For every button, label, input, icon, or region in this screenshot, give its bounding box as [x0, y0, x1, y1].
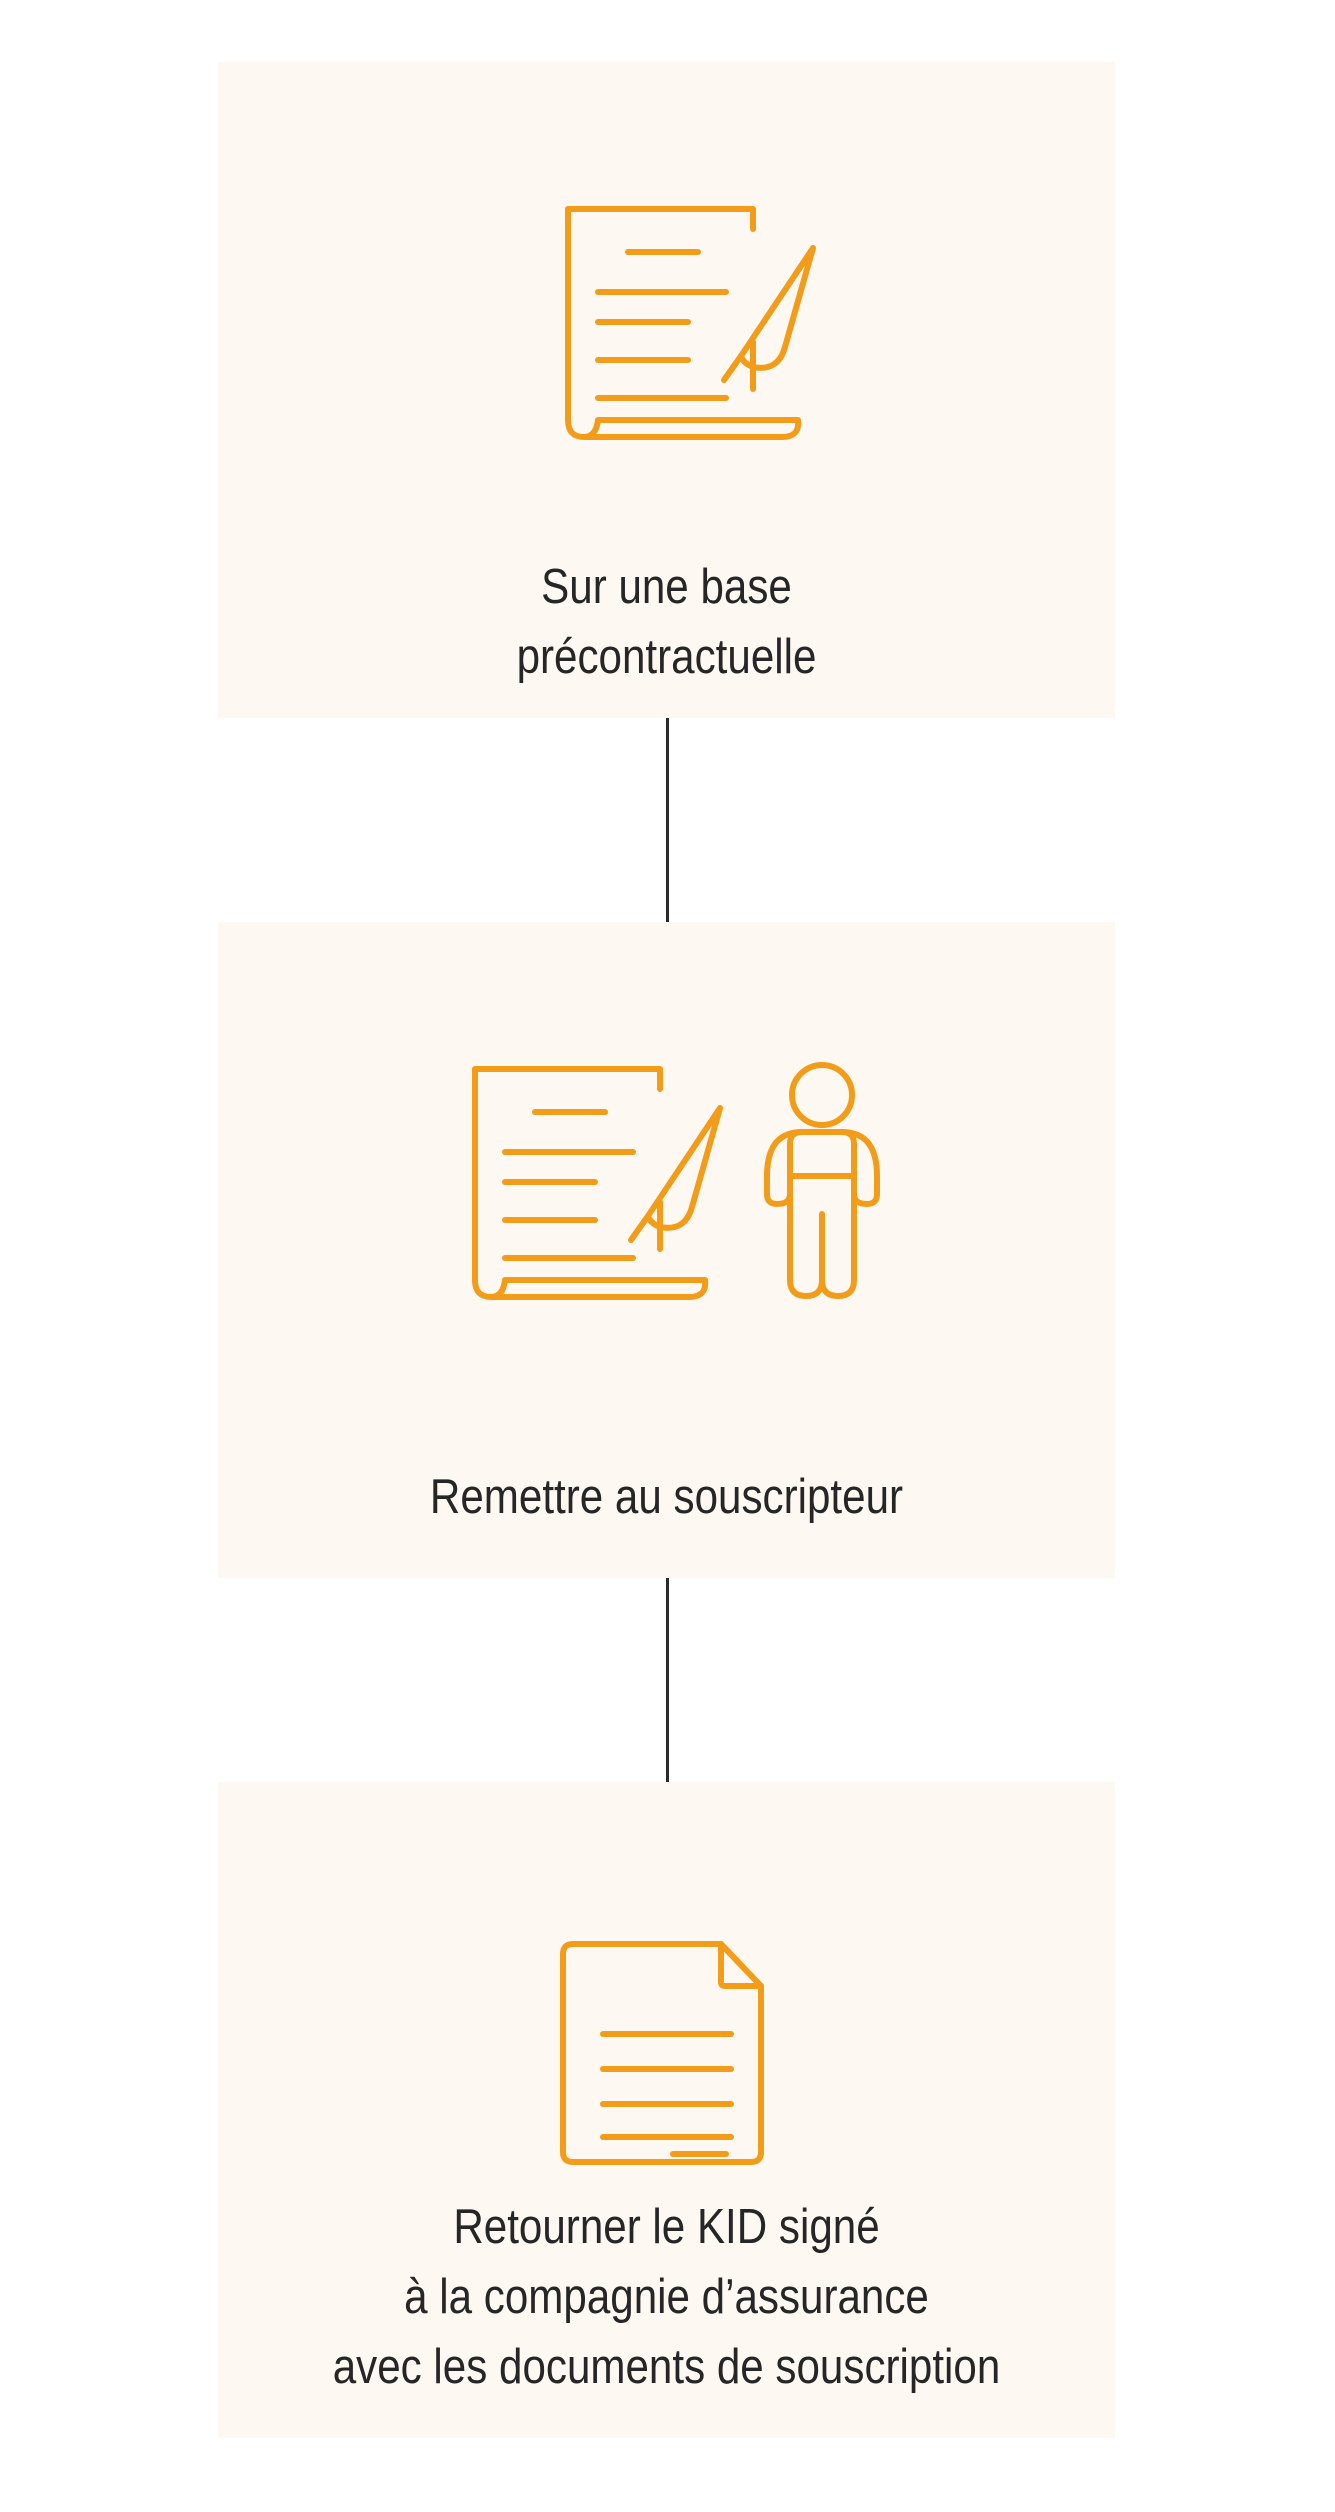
step-label: Remettre au souscripteur [281, 1462, 1052, 1532]
document-handover-person-icon [455, 1004, 895, 1304]
step-card-pre-contract: Sur une base précontractuelle [218, 62, 1115, 718]
step-label: Sur une base précontractuelle [281, 552, 1052, 692]
step-label-line: à la compagnie d’assurance [404, 2270, 929, 2324]
document-icon [543, 1864, 783, 2174]
connector-line [666, 1578, 669, 1782]
step-label-line: précontractuelle [516, 630, 817, 684]
step-card-return-kid: Retourner le KID signé à la compagnie d’… [218, 1782, 1115, 2438]
signing-document-icon [548, 144, 818, 444]
step-card-handover: Remettre au souscripteur [218, 922, 1115, 1578]
step-label-line: Sur une base [541, 560, 792, 614]
connector-line [666, 718, 669, 922]
step-label-line: Retourner le KID signé [453, 2200, 880, 2254]
step-label-line: avec les documents de souscription [332, 2340, 1001, 2394]
step-label: Retourner le KID signé à la compagnie d’… [281, 2192, 1052, 2402]
step-label-line: Remettre au souscripteur [429, 1470, 904, 1524]
